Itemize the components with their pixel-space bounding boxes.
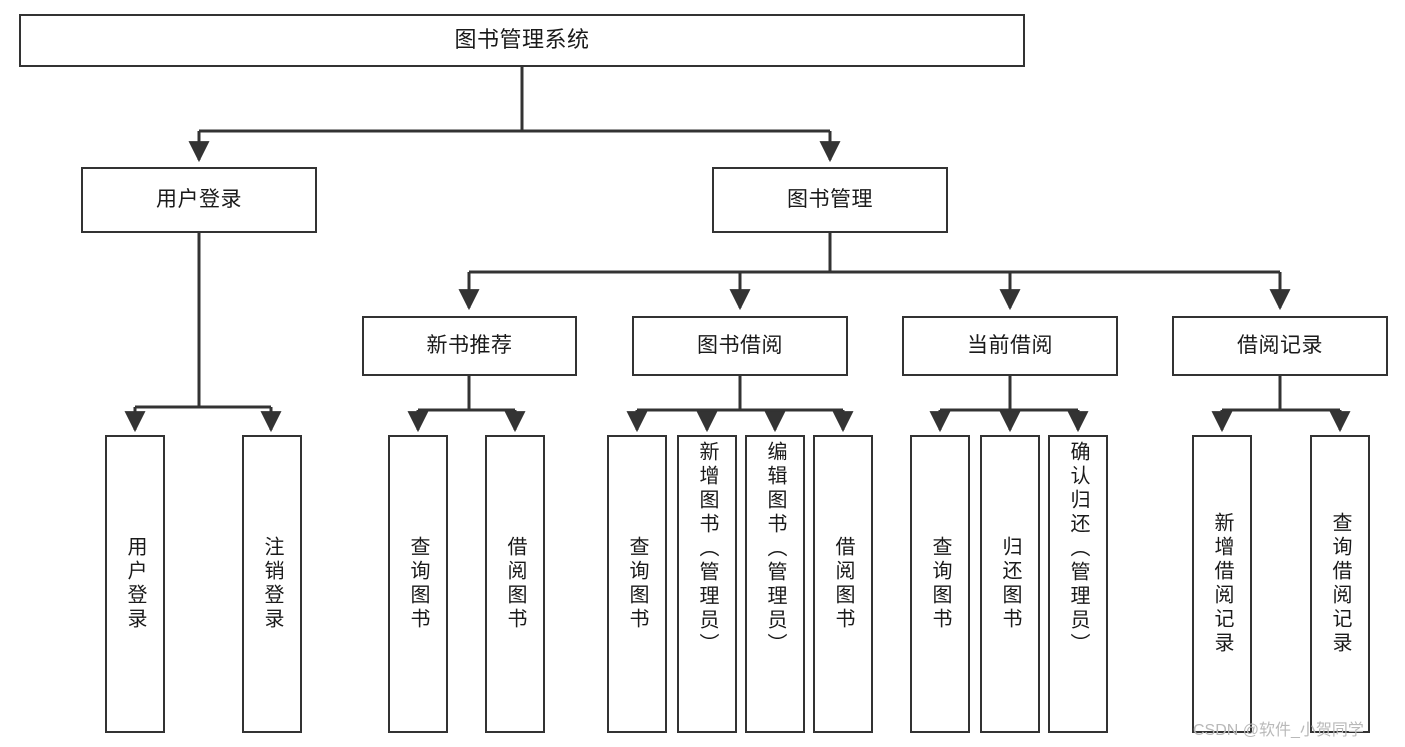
leaf-borrow-query-book[interactable]: 查询图书: [607, 435, 667, 733]
leaf-record-query-record[interactable]: 查询借阅记录: [1310, 435, 1370, 733]
node-root-book-management-system[interactable]: 图书管理系统: [19, 14, 1025, 67]
leaf-newbook-borrow-book[interactable]: 借阅图书: [485, 435, 545, 733]
leaf-borrow-edit-book-admin[interactable]: 编辑图书（管理员）: [745, 435, 805, 733]
node-label: 用户登录: [124, 536, 146, 632]
leaf-borrow-borrow-book[interactable]: 借阅图书: [813, 435, 873, 733]
node-label: 图书管理系统: [454, 27, 590, 53]
leaf-newbook-query-book[interactable]: 查询图书: [388, 435, 448, 733]
node-label: 当前借阅: [967, 334, 1053, 358]
node-label: 用户登录: [156, 188, 242, 212]
node-new-book-recommend[interactable]: 新书推荐: [362, 316, 577, 376]
node-book-management[interactable]: 图书管理: [712, 167, 948, 233]
leaf-user-login-signout[interactable]: 注销登录: [242, 435, 302, 733]
node-label: 借阅图书: [832, 536, 854, 632]
node-label: 新增借阅记录: [1211, 512, 1233, 656]
node-user-login[interactable]: 用户登录: [81, 167, 317, 233]
node-label: 查询图书: [626, 536, 648, 632]
node-book-borrow[interactable]: 图书借阅: [632, 316, 848, 376]
node-label: 新书推荐: [426, 334, 513, 358]
node-label: 借阅图书: [504, 536, 526, 632]
node-borrow-record[interactable]: 借阅记录: [1172, 316, 1388, 376]
node-label: 查询借阅记录: [1329, 512, 1351, 656]
leaf-user-login-signin[interactable]: 用户登录: [105, 435, 165, 733]
node-label: 编辑图书（管理员）: [764, 441, 786, 657]
node-label: 归还图书: [999, 536, 1021, 632]
leaf-borrow-add-book-admin[interactable]: 新增图书（管理员）: [677, 435, 737, 733]
leaf-current-return-book[interactable]: 归还图书: [980, 435, 1040, 733]
node-label: 新增图书（管理员）: [696, 441, 718, 657]
leaf-record-add-record[interactable]: 新增借阅记录: [1192, 435, 1252, 733]
node-label: 注销登录: [261, 536, 283, 632]
node-current-borrow[interactable]: 当前借阅: [902, 316, 1118, 376]
node-label: 查询图书: [407, 536, 429, 632]
node-label: 图书管理: [787, 188, 873, 212]
node-label: 确认归还（管理员）: [1067, 441, 1089, 657]
leaf-current-query-book[interactable]: 查询图书: [910, 435, 970, 733]
csdn-watermark: CSDN @软件_小贺同学: [1193, 722, 1364, 739]
node-label: 查询图书: [929, 536, 951, 632]
node-label: 借阅记录: [1237, 334, 1323, 358]
node-label: 图书借阅: [697, 334, 783, 358]
leaf-current-confirm-return-admin[interactable]: 确认归还（管理员）: [1048, 435, 1108, 733]
